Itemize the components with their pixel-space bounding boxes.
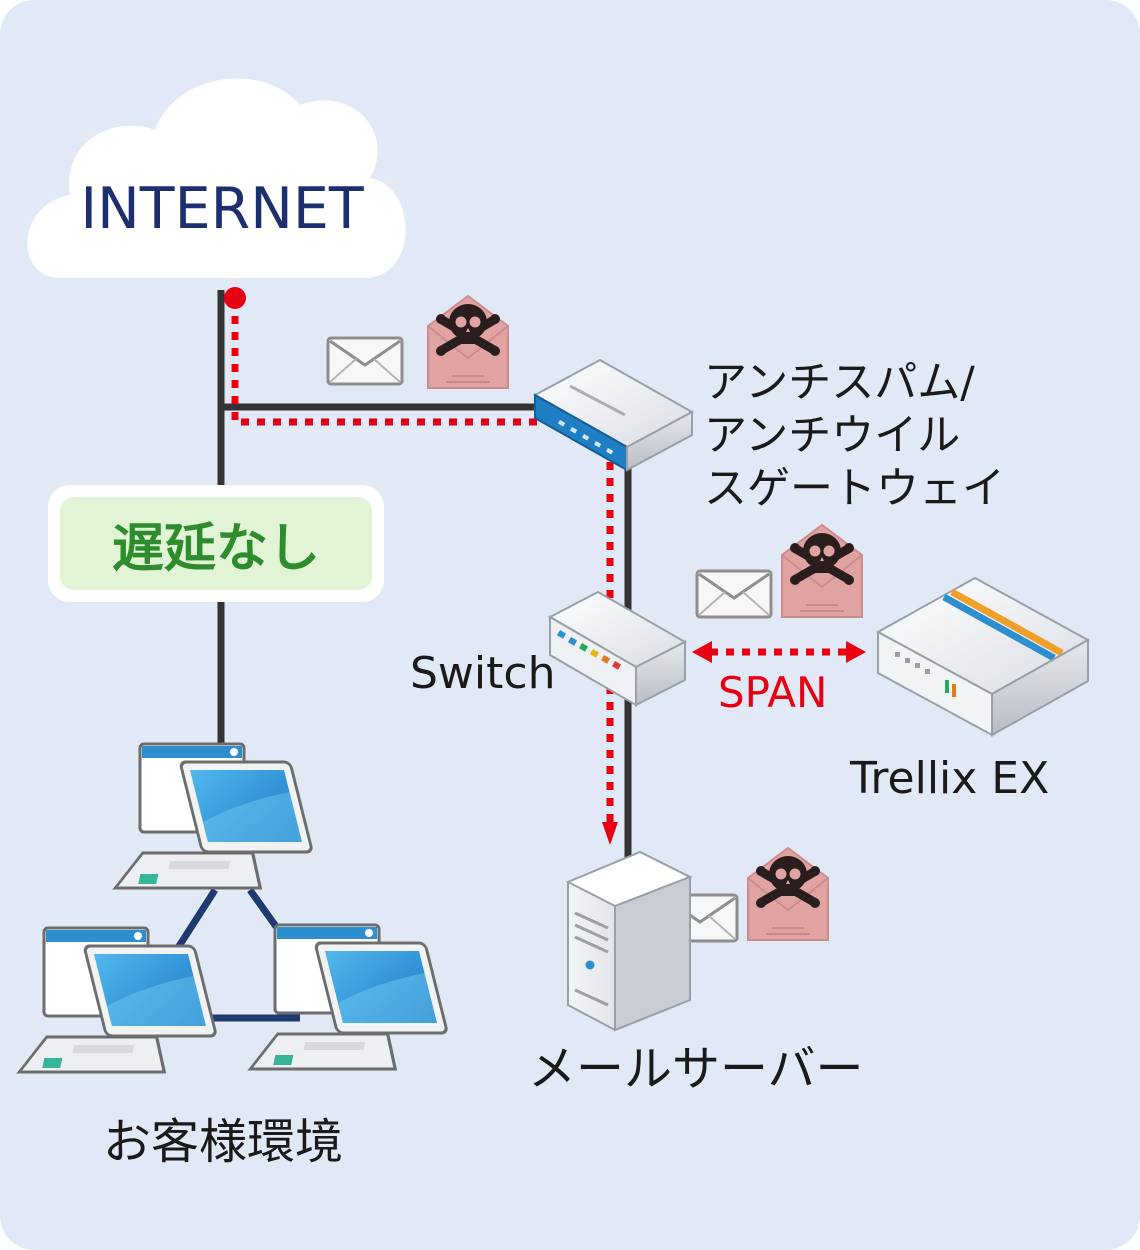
cloud-icon xyxy=(27,78,406,279)
no-delay-label: 遅延なし xyxy=(112,519,320,579)
switch-icon xyxy=(547,590,688,707)
envelope-icon xyxy=(695,569,773,619)
no-delay-badge xyxy=(48,485,384,602)
mail-server-label: メールサーバー xyxy=(528,1041,864,1097)
envelope-icon xyxy=(326,336,404,386)
cloud-label: INTERNET xyxy=(80,176,364,242)
span-mirror-arrow xyxy=(692,641,866,663)
gateway-label-line2: アンチウイル xyxy=(704,411,960,461)
malicious-mail-path xyxy=(224,287,618,845)
mail-server-icon xyxy=(565,850,693,1032)
switch-label: Switch xyxy=(410,648,555,699)
gateway-label-line3: スゲートウェイ xyxy=(704,464,1005,514)
appliance-label: Trellix EX xyxy=(849,753,1049,804)
trellix-ex-appliance-icon xyxy=(875,576,1091,737)
span-label: SPAN xyxy=(718,668,827,717)
gateway-appliance-icon xyxy=(532,358,695,472)
customer-env-label: お客様環境 xyxy=(103,1114,343,1170)
gateway-label-line1: アンチスパム/ xyxy=(704,358,975,408)
gateway-label: アンチスパム/ アンチウイル スゲートウェイ xyxy=(704,358,1005,514)
